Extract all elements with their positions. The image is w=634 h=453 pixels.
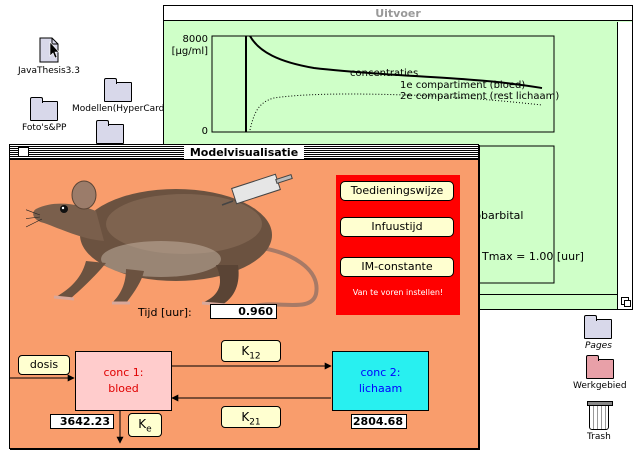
k21-button[interactable]: K21 xyxy=(221,406,281,428)
folder-icon xyxy=(30,97,59,121)
plot-frame xyxy=(211,35,555,133)
y-tick-label: 8000 xyxy=(183,34,208,45)
conc2-line1: conc 2: xyxy=(360,366,401,379)
desktop-icon-label: Modellen(HyperCard xyxy=(70,104,167,114)
document-icon xyxy=(39,37,60,63)
rat-eye xyxy=(60,205,68,213)
mouse-cursor-icon xyxy=(49,41,60,59)
desktop-icon-javathesis[interactable]: JavaThesis3.3 xyxy=(16,36,82,76)
conc1-line1: conc 1: xyxy=(103,366,144,379)
y-tick-label: 0 xyxy=(202,126,208,137)
conc2-value: 2804.68 xyxy=(351,414,407,429)
legend-series-2: 2e compartiment (rest lichaam) xyxy=(400,91,559,102)
folder-icon xyxy=(585,355,614,379)
desktop-icon-label: Werkgebied xyxy=(571,381,629,391)
modelvisualisatie-window: Modelvisualisatie xyxy=(9,144,479,449)
conc2-line2: lichaam xyxy=(358,382,403,395)
series-line-lichaam xyxy=(249,93,543,131)
drug-name: tobarbital xyxy=(470,209,524,222)
desktop-icon-pages[interactable]: Pages xyxy=(583,315,614,351)
tijd-value: 0.960 xyxy=(210,304,277,319)
k12-base: K xyxy=(241,344,250,358)
syringe-icon xyxy=(221,173,293,206)
control-panel: Toedieningswijze Infuustijd IM-constante… xyxy=(336,175,460,315)
k21-base: K xyxy=(241,410,250,424)
y-axis-label: [μg/ml] xyxy=(172,46,209,57)
rat-ear xyxy=(71,180,97,210)
concentration-chart: 8000 [μg/ml] 0 concentraties 1e comparti… xyxy=(172,34,559,284)
folder-icon xyxy=(584,315,613,339)
folder-icon xyxy=(104,78,133,102)
modelvisualisatie-titlebar[interactable]: Modelvisualisatie xyxy=(10,145,478,160)
legend-series-1: 1e compartiment (bloed) xyxy=(400,80,525,91)
ke-base: K xyxy=(138,417,147,431)
tijd-label: Tijd [uur]: xyxy=(138,306,192,319)
desktop-icon-modellen[interactable]: Modellen(HyperCard xyxy=(70,78,167,114)
desktop-icon-trash[interactable]: Trash xyxy=(585,400,613,442)
resize-grow-icon[interactable] xyxy=(617,294,632,309)
ke-button[interactable]: Ke xyxy=(128,413,162,437)
compartment-bloed[interactable]: conc 1: bloed xyxy=(75,351,172,411)
ke-sub: e xyxy=(146,424,152,435)
dosis-button[interactable]: dosis xyxy=(18,355,70,375)
infuustijd-button[interactable]: Infuustijd xyxy=(340,217,454,237)
desktop-icon-label: Pages xyxy=(583,341,614,351)
instruction-note: Van te voren instellen! xyxy=(352,288,444,297)
uitvoer-title: Uitvoer xyxy=(369,6,427,20)
tmax-value: Tmax = 1.00 [uur] xyxy=(482,250,584,263)
conc1-value: 3642.23 xyxy=(50,414,114,429)
vertical-scrollbar[interactable] xyxy=(617,22,632,294)
desktop-icon-werkgebied[interactable]: Werkgebied xyxy=(571,355,629,391)
trash-icon xyxy=(586,401,613,430)
uitvoer-titlebar[interactable]: Uitvoer xyxy=(164,6,632,21)
model-body: Toedieningswijze Infuustijd IM-constante… xyxy=(10,161,478,448)
folder-icon xyxy=(96,120,124,144)
desktop-icon-folder-partial[interactable] xyxy=(96,120,124,144)
desktop-icon-label: Foto's&PP xyxy=(20,123,69,133)
desktop-icon-label: JavaThesis3.3 xyxy=(16,66,82,76)
im-constante-button[interactable]: IM-constante xyxy=(340,257,454,277)
toedieningswijze-button[interactable]: Toedieningswijze xyxy=(340,181,454,201)
desktop-icon-label: Trash xyxy=(585,432,613,442)
conc1-line2: bloed xyxy=(108,382,139,395)
modelvisualisatie-title: Modelvisualisatie xyxy=(183,145,305,159)
series-line-bloed xyxy=(249,35,543,89)
rat-illustration xyxy=(26,173,319,318)
chart-title: concentraties xyxy=(350,68,418,79)
rat-head xyxy=(33,203,104,241)
desktop-icon-fotos[interactable]: Foto's&PP xyxy=(20,97,69,133)
k12-button[interactable]: K12 xyxy=(221,340,281,362)
compartment-lichaam[interactable]: conc 2: lichaam xyxy=(332,351,429,411)
k21-sub: 21 xyxy=(249,417,261,428)
close-box-icon[interactable] xyxy=(18,147,29,157)
k12-sub: 12 xyxy=(249,351,261,362)
